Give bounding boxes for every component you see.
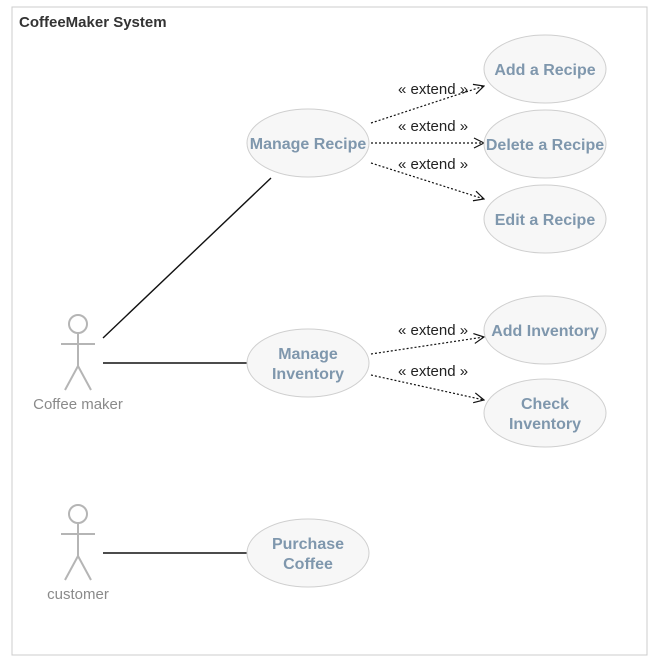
system-title: CoffeeMaker System: [19, 14, 167, 31]
actor-coffee-maker[interactable]: Coffee maker: [33, 314, 123, 413]
extend-label-delete-recipe: « extend »: [398, 118, 468, 135]
actor-customer-label: customer: [47, 586, 109, 603]
extend-line-add-inventory: [370, 337, 484, 355]
extend-line-check-inventory: [370, 374, 484, 400]
stick-figure-icon: [61, 504, 95, 581]
usecase-edit-recipe-label: Edit a Recipe: [495, 212, 596, 229]
usecase-purchase-coffee-label-line1: Purchase: [272, 536, 344, 553]
extend-label-edit-recipe: « extend »: [398, 156, 468, 173]
usecase-purchase-coffee[interactable]: Purchase Coffee: [246, 518, 370, 588]
usecase-manage-inventory[interactable]: Manage Inventory: [246, 328, 370, 398]
usecase-manage-inventory-label-line2: Inventory: [272, 366, 344, 383]
usecase-delete-recipe-label: Delete a Recipe: [486, 137, 604, 154]
actor-coffee-maker-label: Coffee maker: [33, 396, 123, 413]
extend-label-add-inventory: « extend »: [398, 322, 468, 339]
extend-label-add-recipe: « extend »: [398, 81, 468, 98]
stick-figure-icon: [61, 314, 95, 391]
usecase-manage-recipe[interactable]: Manage Recipe: [246, 108, 370, 178]
usecase-add-recipe-label: Add a Recipe: [494, 62, 595, 79]
usecase-purchase-coffee-label-line2: Coffee: [283, 556, 333, 573]
usecase-add-recipe[interactable]: Add a Recipe: [483, 34, 607, 104]
usecase-edit-recipe[interactable]: Edit a Recipe: [483, 184, 607, 254]
usecase-manage-inventory-label-line1: Manage: [278, 346, 338, 363]
usecase-check-inventory-label-line1: Check: [521, 396, 569, 413]
usecase-check-inventory-label-line2: Inventory: [509, 416, 581, 433]
usecase-check-inventory[interactable]: Check Inventory: [483, 378, 607, 448]
association-coffee-maker-manage-recipe: [102, 177, 272, 339]
actor-customer[interactable]: customer: [47, 504, 109, 603]
usecase-delete-recipe[interactable]: Delete a Recipe: [483, 109, 607, 179]
usecase-add-inventory-label: Add Inventory: [491, 323, 599, 340]
usecase-manage-recipe-label: Manage Recipe: [250, 136, 367, 153]
usecase-add-inventory[interactable]: Add Inventory: [483, 295, 607, 365]
extend-label-check-inventory: « extend »: [398, 363, 468, 380]
